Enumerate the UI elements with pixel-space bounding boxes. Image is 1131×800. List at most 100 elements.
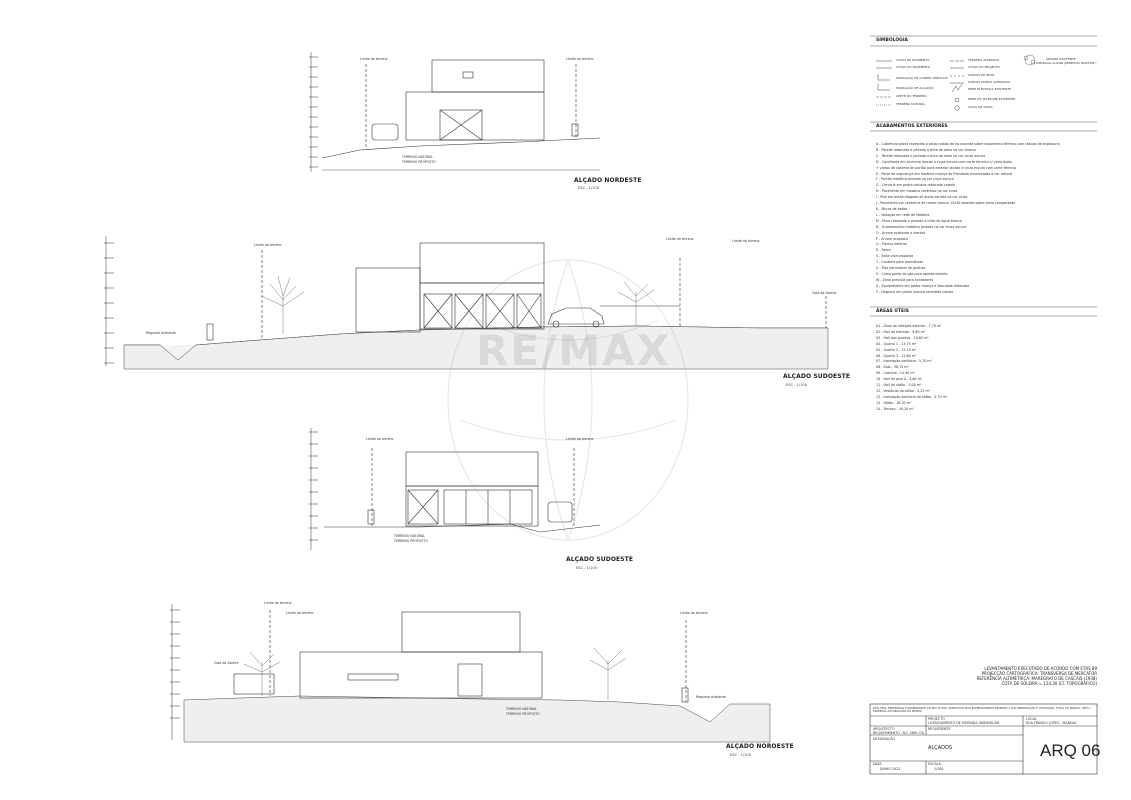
- legend-simbologia-title: SIMBOLOGIA: [876, 38, 909, 43]
- projecto-label: PROJECTO: [928, 717, 945, 721]
- legend-line: A - Cobertura plana revestida a seixo ro…: [876, 142, 1060, 146]
- level-marks: [104, 236, 114, 366]
- legend-line: 08 - Sala - 38,15 m²: [876, 365, 909, 370]
- building-upper: [419, 242, 545, 284]
- legend-acabamentos-title: ACABAMENTOS EXTERIORES: [876, 124, 948, 129]
- legend-line: J - Pavimento em cerâmica de relevo bran…: [876, 201, 1016, 206]
- local-label: LOCAL: [1026, 717, 1037, 721]
- tree-icon: [1023, 54, 1036, 66]
- legend-line: O - Árvore existente a manter: [876, 230, 926, 235]
- legend-line: F - Portão metálico pintado na cor cinza…: [876, 177, 954, 182]
- annotation-limite: Limite do terreno: [254, 243, 282, 247]
- annotation-ribeiro: Regueiro existente: [696, 695, 726, 699]
- legend-areas-title: ÁREAS ÚTEIS: [876, 309, 910, 314]
- data-label: DATA: [873, 762, 882, 766]
- legend-line: 10 - Hall do piso 0 - 3,60 m²: [876, 377, 923, 382]
- legend-line: 13 - Instalação sanitária do sótão - 5,7…: [876, 394, 948, 399]
- watermark-text: RE/MAX: [476, 326, 672, 375]
- legend-line: N - Gradeamento metálico pintado na cor …: [876, 224, 967, 229]
- requerente-label: REQUERENTE: [928, 727, 951, 731]
- elevation-scale: ESC - 1/100: [786, 383, 807, 387]
- legend-acabamentos-list: A - Cobertura plana revestida a seixo ro…: [876, 142, 1096, 296]
- elevation-noroeste: [170, 604, 771, 743]
- annotation-limite: Limite do terreno: [566, 57, 594, 61]
- annotation-terreno-natural: TERRENO NATURAL: [506, 707, 537, 711]
- legend-symbols: [876, 54, 1036, 111]
- building-body: [405, 485, 539, 527]
- note-line: PROJECÇÃO CARTOGRÁFICA: TRANSVERSA DE ME…: [981, 671, 1097, 676]
- tree-icon: [589, 647, 627, 700]
- legend-symbol-label: COTAS DO PAVIMENTO: [896, 65, 930, 69]
- legend-line: C - Parede rebocada e pintada a tinta da…: [876, 153, 986, 158]
- legend-symbol-label: CURVAS MUROS ALTERADAS: [968, 80, 1011, 84]
- note-line: COTA DE SOLEIRA = 124,30 (LT. TOPOGRÁFIC…: [1001, 681, 1097, 686]
- annotation-limite: Limite do terreno: [360, 57, 388, 61]
- building-upper: [405, 451, 539, 487]
- legend-symbol-label: REDE DE TELEFONE EXISTENTE: [968, 97, 1016, 101]
- legend-symbol-label: TERRENO NATURAL: [896, 102, 926, 106]
- sheet-number: ARQ 06: [1040, 741, 1101, 760]
- legend-symbol-label: LIMITE DO TERRENO: [896, 94, 927, 98]
- tree-icon: [261, 275, 305, 334]
- note-line: LEVANTAMENTO EXECUTADO DE ACORDO COM ETR…: [984, 666, 1097, 671]
- legend-line: W - Zona prevista para contadores: [876, 277, 934, 282]
- annotation-limite: Limite do terreno: [732, 239, 760, 243]
- annotation-terreno-proposto: TERRENO PROPOSTO: [402, 160, 436, 164]
- annotation-limite: Limite do terreno: [566, 437, 594, 441]
- elevation-sudoeste-2: [309, 428, 601, 550]
- building-upper: [401, 611, 521, 653]
- elevation-scale: ESC - 1/100: [730, 753, 751, 757]
- designacao-value: ALÇADOS: [928, 745, 953, 751]
- legend-symbol-label: ( SUBSIDIADA ALGUNS JAPONÊS DA SILVESTRE…: [1034, 62, 1097, 65]
- annotation-terreno-proposto: TERRENO PROPOSTO: [506, 712, 540, 716]
- legend-symbol-label: REDE ELÉCTRICA EXISTENTE: [968, 87, 1012, 91]
- elevation-title: ALÇADO SUDOESTE: [566, 556, 634, 563]
- legend-symbol-label: COTAS DO PROJECTO: [968, 65, 1000, 69]
- tree-icon: [617, 281, 655, 326]
- legend-symbol-label: CURVAS DE NÍVEL: [968, 73, 995, 77]
- elevation-nordeste-1: [309, 52, 601, 172]
- building-left: [355, 267, 421, 333]
- legend-line: Y - Degraus em pedra maciça revestido ca…: [876, 289, 954, 294]
- annotation-limite: Limite do terreno: [680, 611, 708, 615]
- ground-line: [324, 523, 601, 533]
- note-line: REFERÊNCIA ALTIMÉTRICA: MARÉGRAFO DE CAS…: [976, 676, 1097, 681]
- elevation-sudoeste-1: [104, 236, 829, 370]
- legend-line: B - Parede rebocada e pintada a tinta da…: [876, 147, 976, 152]
- legend-line: H - Pavimento em mosaico cerâmico na cor…: [876, 189, 958, 194]
- legend-symbol-label: CAIXA DE VISITA: [968, 105, 993, 109]
- survey-notes: LEVANTAMENTO EXECUTADO DE ACORDO COM ETR…: [977, 666, 1097, 686]
- legend-line: S - Sebe viva proposta: [876, 254, 914, 259]
- building-body: [299, 651, 543, 699]
- legend-line: 15 - Terraço - 49,20 m²: [876, 406, 914, 411]
- legend-line: 04 - Quarto 1 - 13,75 m²: [876, 341, 917, 346]
- designacao-label: DESIGNAÇÃO: [873, 737, 895, 741]
- annotation-limite: Limite do terreno: [286, 611, 314, 615]
- legend-line: M - Muro rebocado e pintado a tinta de á…: [876, 218, 963, 223]
- level-marks: [170, 604, 180, 740]
- legend-symbol-label: MARCAÇÃO DE ALÇADOS: [896, 86, 934, 90]
- legend-line: 01 - Zona de refeição exterior - 7,70 m²: [876, 324, 942, 328]
- titleblock-frame: [869, 703, 1098, 775]
- legend-line: 12 - Vestíbulo do sótão - 4,25 m²: [876, 388, 931, 393]
- annotation-limite: Limite do terreno: [264, 601, 292, 605]
- arquitecto-value: REQUERIMENTO - N.I. 3891 OA: [873, 731, 924, 735]
- elevation-title: ALÇADO NOROESTE: [726, 743, 794, 750]
- legend-line: R - Relva: [876, 248, 891, 253]
- building-upper: [431, 59, 545, 93]
- legend-line: + vidros de sistema de portão para exter…: [876, 165, 1017, 170]
- escala-label: ESCALA: [928, 762, 941, 766]
- legend-line: Q - Piscina exterior: [876, 242, 908, 247]
- annotation-terreno-natural: TERRENO NATURAL: [402, 155, 433, 159]
- annotation-cota: Cota da Soleira: [214, 661, 239, 665]
- annotation-limite: Limite do terreno: [666, 237, 694, 241]
- annotation-terreno-natural: TERRENO NATURAL: [394, 534, 425, 538]
- legend-line: I - Piso em betão afagado de duplo sarra…: [876, 195, 968, 200]
- legend-line: V - Caixa ponto de gás para abasteciment…: [876, 271, 948, 276]
- building-body: [405, 91, 545, 141]
- level-marks: [309, 52, 318, 172]
- legend-line: 11 - Hall do sótão - 3,00 m²: [876, 383, 922, 388]
- annotation-terreno-proposto: TERRENO PROPOSTO: [394, 539, 428, 543]
- legend-line: T - Canteiro para aromáticas: [876, 260, 924, 265]
